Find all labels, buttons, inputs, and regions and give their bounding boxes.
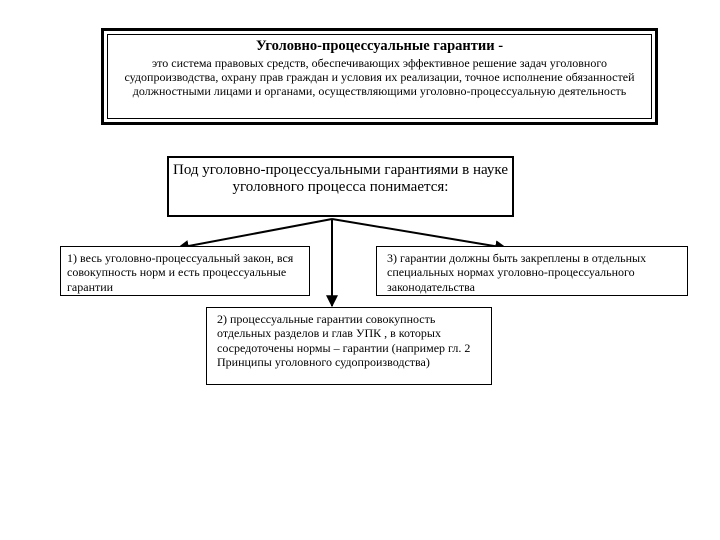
item-text: процессуальные гарантии совокупность отд… [217, 312, 471, 370]
item-text: гарантии должны быть закреплены в отдель… [387, 251, 647, 294]
definition-box: Уголовно-процессуальные гарантии - это с… [101, 28, 658, 125]
definition-title: Уголовно-процессуальные гарантии - [255, 38, 504, 54]
arrow-to-item-1 [176, 218, 333, 252]
definition-text: это система правовых средств, обеспечива… [124, 56, 635, 99]
item-number: 1) [67, 251, 77, 265]
guarantee-item-3: 3) гарантии должны быть закреплены в отд… [376, 246, 688, 296]
guarantee-item-2: 2) процессуальные гарантии совокупность … [206, 307, 492, 385]
arrow-to-item-3 [331, 218, 508, 253]
central-concept-box: Под уголовно-процессуальными гарантиями … [167, 156, 514, 217]
item-text: весь уголовно-процессуальный закон, вся … [67, 251, 294, 294]
guarantee-item-1: 1) весь уголовно-процессуальный закон, в… [60, 246, 310, 296]
item-number: 2) [217, 312, 227, 326]
item-number: 3) [387, 251, 397, 265]
central-concept-text: Под уголовно-процессуальными гарантиями … [172, 162, 509, 195]
